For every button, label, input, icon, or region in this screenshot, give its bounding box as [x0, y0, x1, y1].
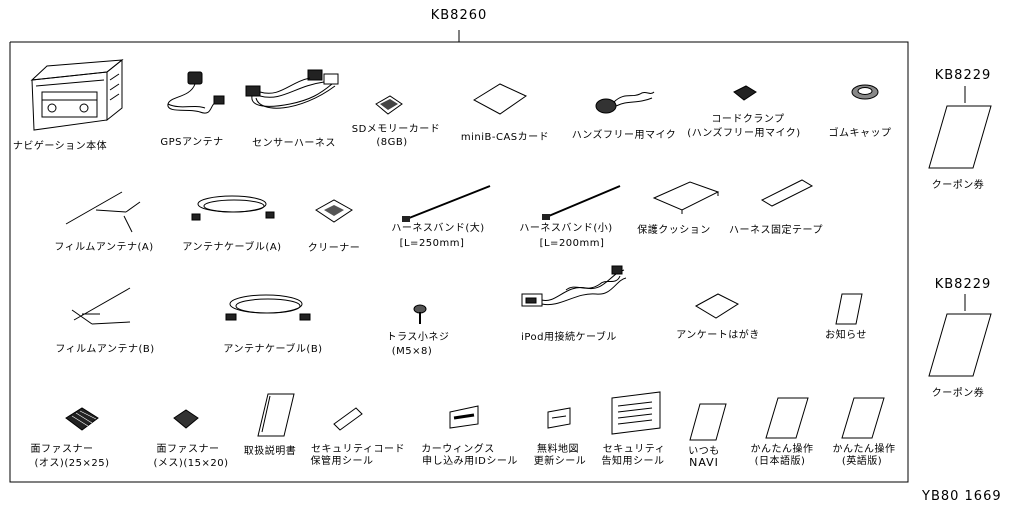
- fastener-female-drawing: [173, 409, 199, 429]
- coupon-card-1-drawing: [928, 105, 992, 169]
- harness-tape-drawing: [760, 179, 814, 207]
- questionnaire-label: アンケートはがき: [676, 330, 760, 341]
- truss-screw-label-1: トラス小ネジ: [386, 332, 450, 343]
- security-code-seal-label-2: 保管用シール: [310, 456, 374, 467]
- harness-band-large-drawing: [402, 185, 491, 222]
- rubber-cap-label: ゴムキャップ: [828, 128, 892, 139]
- antenna-cable-b-drawing: [225, 294, 311, 321]
- easy-guide-jp-label-2: (日本語版): [754, 456, 806, 467]
- truss-screw-drawing: [413, 304, 427, 324]
- map-update-seal-drawing: [547, 407, 571, 429]
- nav-unit-label: ナビゲーション本体: [12, 141, 108, 152]
- nav-unit-drawing: [30, 58, 124, 131]
- minib-cas-label: miniB-CASカード: [460, 132, 550, 143]
- harness-tape-label: ハーネス固定テープ: [729, 225, 823, 236]
- map-update-seal-label-1: 無料地図: [537, 444, 579, 455]
- questionnaire-card-drawing: [694, 293, 740, 319]
- ipod-cable-label: iPod用接続ケーブル: [521, 332, 617, 343]
- handsfree-mic-drawing: [595, 91, 655, 114]
- itsumo-navi-label-2: NAVI: [689, 456, 719, 469]
- harness-band-large-label-2: [L=250mm]: [399, 238, 465, 249]
- fastener-male-drawing: [65, 407, 99, 431]
- sd-card-label-1: SDメモリーカード: [351, 124, 441, 135]
- film-antenna-b-drawing: [71, 287, 131, 325]
- antenna-cable-a-label: アンテナケーブル(A): [182, 242, 282, 253]
- harness-band-large-label-1: ハーネスバンド(大): [391, 223, 485, 234]
- harness-band-small-drawing: [542, 185, 621, 220]
- coupon-1-label: クーポン券: [931, 180, 985, 191]
- ipod-cable-drawing: [521, 265, 627, 307]
- coupon-kit-code-1: KB8229: [934, 68, 992, 83]
- sensor-harness-drawing: [245, 69, 339, 109]
- sd-card-drawing: [375, 95, 403, 115]
- itsumo-navi-drawing: [689, 403, 727, 441]
- sd-card-label-2: (8GB): [376, 137, 408, 148]
- easy-guide-en-label-1: かんたん操作: [832, 444, 896, 455]
- protective-cushion-label: 保護クッション: [637, 225, 711, 236]
- fastener-female-label-1: 面ファスナー: [156, 444, 220, 455]
- film-antenna-a-drawing: [65, 191, 141, 233]
- manual-label: 取扱説明書: [243, 446, 297, 457]
- main-kit-code: KB8260: [430, 8, 488, 23]
- rubber-cap-drawing: [851, 84, 879, 100]
- cord-clamp-label-1: コードクランプ: [711, 114, 785, 125]
- notice-sheet-drawing: [835, 293, 863, 325]
- security-notice-seal-drawing: [611, 391, 661, 435]
- easy-guide-en-drawing: [841, 397, 885, 439]
- gps-antenna-label: GPSアンテナ: [160, 137, 224, 148]
- antenna-cable-a-drawing: [191, 195, 275, 221]
- handsfree-mic-label: ハンズフリー用マイク: [571, 130, 677, 141]
- harness-band-small-label-2: [L=200mm]: [539, 238, 605, 249]
- minib-cas-card-drawing: [472, 83, 528, 115]
- coupon-2-label: クーポン券: [931, 388, 985, 399]
- antenna-cable-b-label: アンテナケーブル(B): [223, 344, 323, 355]
- sensor-harness-label: センサーハーネス: [252, 138, 336, 149]
- gps-antenna-drawing: [167, 71, 225, 114]
- fastener-male-label-2: (オス)(25×25): [34, 458, 110, 469]
- carwings-seal-label-2: 申し込み用IDシール: [422, 456, 518, 467]
- film-antenna-a-label: フィルムアンテナ(A): [54, 242, 154, 253]
- easy-guide-jp-drawing: [765, 397, 809, 439]
- security-notice-seal-label-1: セキュリティ: [602, 444, 666, 455]
- coupon-kit-code-2: KB8229: [934, 277, 992, 292]
- map-update-seal-label-2: 更新シール: [533, 456, 587, 467]
- easy-guide-en-label-2: (英語版): [841, 456, 883, 467]
- fastener-female-label-2: (メス)(15×20): [153, 458, 229, 469]
- harness-band-small-label-1: ハーネスバンド(小): [519, 223, 613, 234]
- cord-clamp-label-2: (ハンズフリー用マイク): [687, 128, 801, 139]
- cleaner-drawing: [315, 199, 353, 223]
- security-code-seal-label-1: セキュリティコード: [311, 444, 405, 455]
- carwings-seal-drawing: [449, 405, 479, 429]
- security-code-seal-drawing: [333, 407, 363, 431]
- cleaner-label: クリーナー: [307, 243, 361, 254]
- cord-clamp-drawing: [733, 85, 757, 101]
- coupon-card-2-drawing: [928, 313, 992, 377]
- film-antenna-b-label: フィルムアンテナ(B): [55, 344, 155, 355]
- protective-cushion-drawing: [652, 181, 720, 214]
- itsumo-navi-label-1: いつも: [688, 446, 720, 457]
- notice-label: お知らせ: [825, 330, 867, 341]
- truss-screw-label-2: (M5×8): [391, 346, 433, 357]
- manual-drawing: [257, 393, 295, 437]
- carwings-seal-label-1: カーウィングス: [421, 444, 495, 455]
- easy-guide-jp-label-1: かんたん操作: [750, 444, 814, 455]
- figure-number: YB80 1669: [922, 489, 1002, 504]
- security-notice-seal-label-2: 告知用シール: [601, 456, 665, 467]
- fastener-male-label-1: 面ファスナー: [30, 444, 94, 455]
